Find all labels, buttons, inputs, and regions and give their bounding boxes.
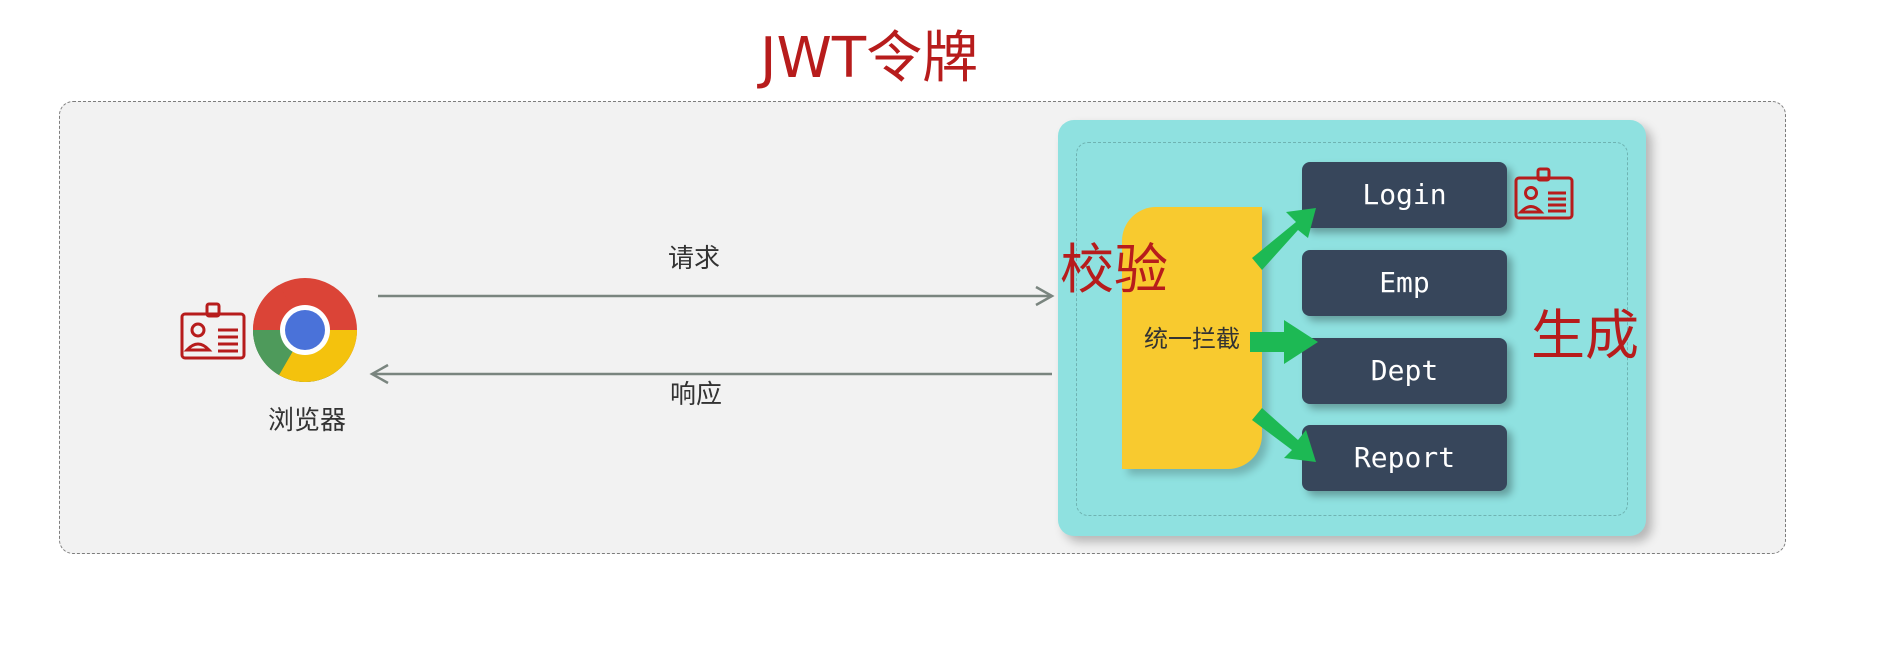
verify-label: 校验 [1060, 238, 1168, 301]
interceptor-block [1122, 207, 1262, 469]
route-dept: Dept [1302, 338, 1507, 404]
server-inner-boundary [1076, 142, 1628, 516]
diagram-title: JWT令牌 [760, 26, 979, 91]
request-label: 请求 [668, 244, 721, 274]
route-login: Login [1302, 162, 1507, 228]
route-emp: Emp [1302, 250, 1507, 316]
generate-label: 生成 [1531, 304, 1639, 367]
response-label: 响应 [670, 380, 723, 410]
browser-label: 浏览器 [268, 406, 347, 436]
interceptor-label: 统一拦截 [1144, 325, 1240, 353]
route-report: Report [1302, 425, 1507, 491]
